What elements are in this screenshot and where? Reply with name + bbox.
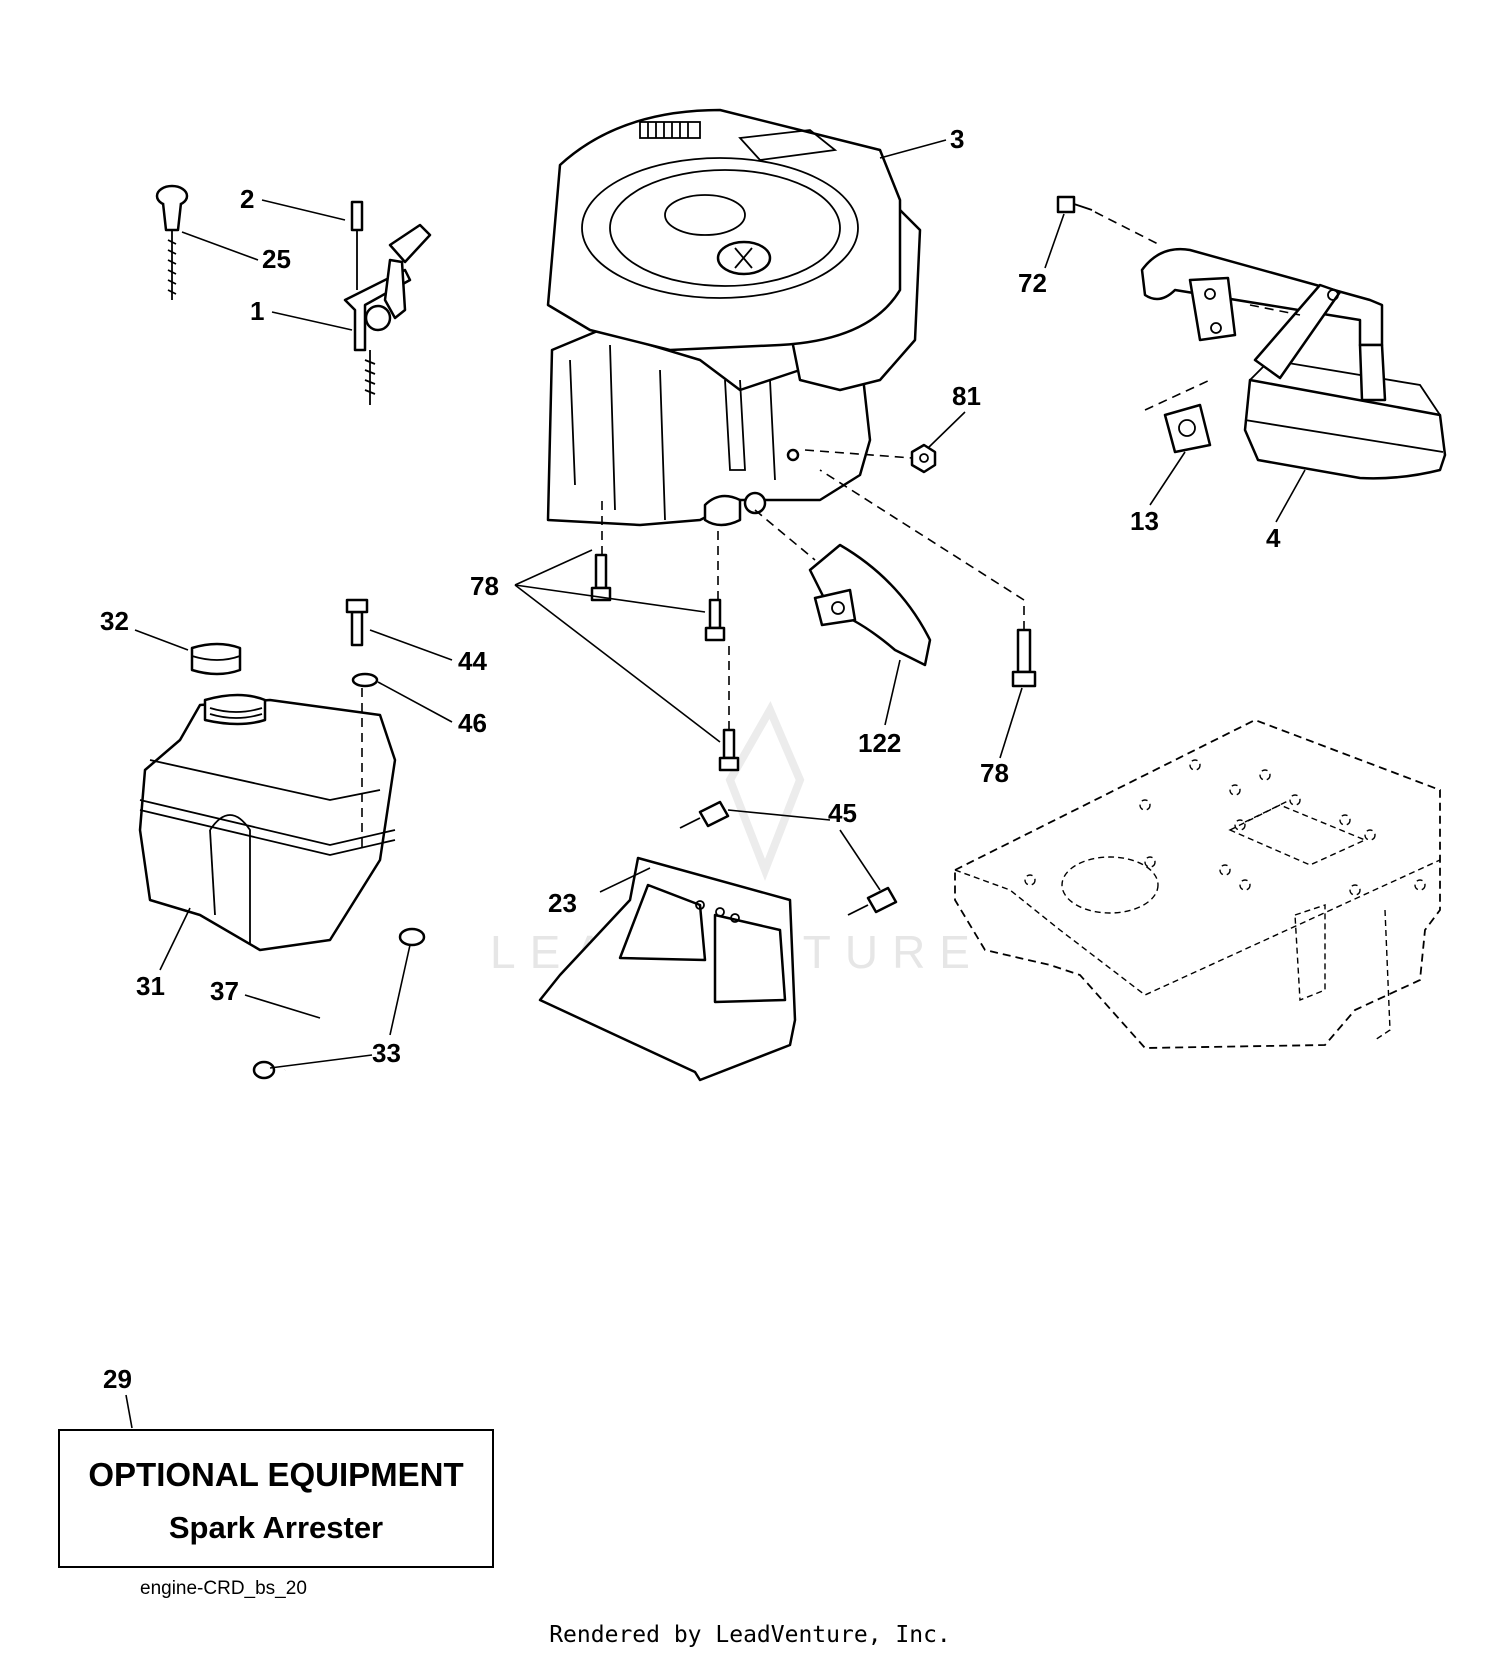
leader-78a-1: [514, 549, 593, 586]
leader-44: [369, 629, 453, 661]
dash-122: [754, 509, 816, 561]
leader-33-2: [389, 944, 411, 1036]
fuel-tank: [138, 598, 397, 952]
leader-4: [1275, 469, 1306, 523]
dash-72: [1094, 211, 1161, 246]
throttle-control: [155, 184, 432, 405]
optional-equipment-box: OPTIONAL EQUIPMENT Spark Arrester: [58, 1429, 494, 1568]
tractor-frame: [954, 719, 1441, 1049]
leader-31: [159, 907, 191, 971]
leader-13: [1149, 451, 1186, 506]
callout-2: 2: [240, 184, 254, 214]
leader-78a-3: [514, 584, 721, 743]
callout-78b: 78: [980, 758, 1009, 788]
leader-72: [1044, 213, 1065, 269]
leader-23: [599, 867, 651, 893]
optional-equipment-title: OPTIONAL EQUIPMENT: [88, 1456, 464, 1493]
leader-46: [377, 681, 453, 723]
leader-2: [261, 199, 346, 221]
callout-23: 23: [548, 888, 577, 918]
leader-3: [879, 139, 947, 159]
dash-muffler: [1249, 304, 1301, 316]
callout-37: 37: [210, 976, 239, 1006]
leader-78a-2: [514, 584, 706, 613]
render-credit: Rendered by LeadVenture, Inc.: [549, 1622, 951, 1648]
callout-45: 45: [828, 798, 857, 828]
leader-45-2: [839, 829, 881, 891]
dash-bolt-4: [819, 469, 1025, 630]
callout-122: 122: [858, 728, 901, 758]
dash-81: [804, 449, 913, 459]
callout-33: 33: [372, 1038, 401, 1068]
callout-3: 3: [950, 124, 964, 154]
leader-1: [271, 311, 353, 331]
diagram-id: engine-CRD_bs_20: [140, 1578, 307, 1599]
leader-37: [244, 994, 321, 1019]
heat-shield: [808, 543, 932, 667]
nut-81: [910, 443, 937, 474]
callout-31: 31: [136, 971, 165, 1001]
spark-arrester-label: Spark Arrester: [168, 1510, 384, 1545]
callout-13: 13: [1130, 506, 1159, 536]
muffler-assembly: [1056, 195, 1447, 480]
callout-72: 72: [1018, 268, 1047, 298]
leader-29: [125, 1394, 133, 1429]
callout-32: 32: [100, 606, 129, 636]
callout-46: 46: [458, 708, 487, 738]
callout-44: 44: [458, 646, 487, 676]
callout-29: 29: [103, 1364, 132, 1394]
callout-81: 81: [952, 381, 981, 411]
leader-33-1: [269, 1054, 373, 1069]
callout-25: 25: [262, 244, 291, 274]
callout-78a: 78: [470, 571, 499, 601]
leader-78b: [999, 687, 1023, 759]
shield-plate: [538, 800, 898, 1082]
leader-81: [927, 411, 966, 449]
leader-45-1: [727, 809, 831, 821]
leader-32: [134, 629, 189, 651]
leader-122: [884, 659, 901, 726]
leader-25: [181, 231, 259, 261]
engine: [546, 108, 922, 527]
callout-4: 4: [1266, 523, 1281, 553]
callout-1: 1: [250, 296, 264, 326]
fuel-line: [252, 927, 426, 1080]
dash-13: [1144, 379, 1211, 411]
